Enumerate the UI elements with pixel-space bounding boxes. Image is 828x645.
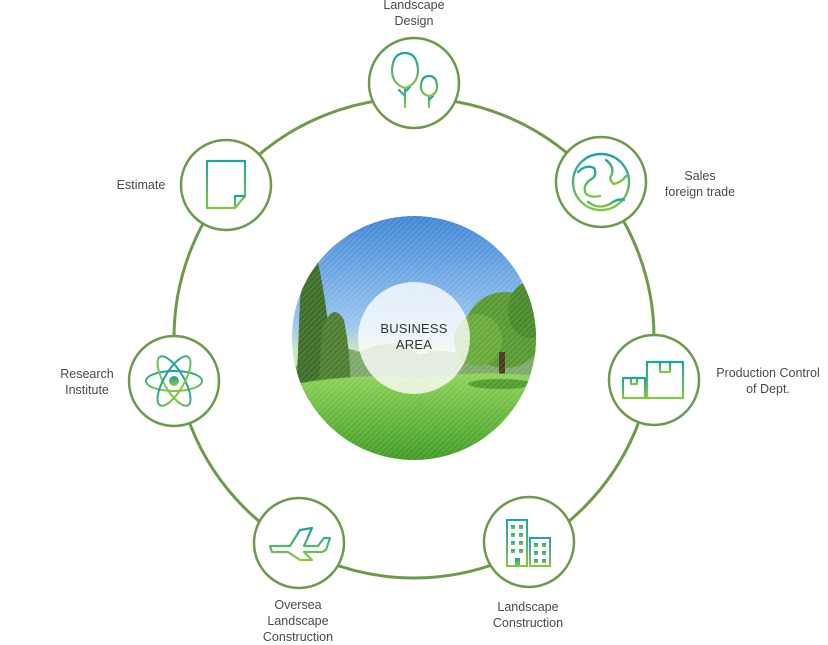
- label-oversea-landscape-construction: Oversea Landscape Construction: [238, 597, 358, 645]
- label-line: Design: [394, 14, 434, 28]
- label-sales: Sales foreign trade: [640, 168, 760, 200]
- label-line: Landscape: [383, 0, 445, 12]
- node-landscape-design[interactable]: [367, 36, 461, 130]
- label-line: Institute: [65, 383, 109, 397]
- label-line: Landscape: [497, 600, 559, 614]
- globe-icon: [571, 152, 631, 212]
- atom-icon: [145, 355, 203, 407]
- node-oversea-landscape-construction[interactable]: [252, 496, 346, 590]
- label-estimate: Estimate: [100, 177, 182, 193]
- label-line: Production Control: [716, 366, 820, 380]
- label-line: Estimate: [116, 178, 166, 192]
- airplane-icon: [268, 526, 332, 562]
- label-line: Construction: [262, 630, 334, 644]
- label-research-institute: Research Institute: [46, 366, 128, 398]
- buildings-icon: [506, 519, 551, 567]
- node-research-institute[interactable]: [127, 334, 221, 428]
- center-label: BUSINESS AREA: [359, 321, 469, 353]
- node-production-control[interactable]: [607, 333, 701, 427]
- label-line: Oversea: [274, 598, 322, 612]
- label-line: Landscape: [267, 614, 329, 628]
- center-label-line2: AREA: [395, 337, 433, 352]
- label-line: Sales: [684, 169, 716, 183]
- node-landscape-construction[interactable]: [482, 495, 576, 589]
- label-landscape-construction: Landscape Construction: [468, 599, 588, 631]
- boxes-icon: [621, 360, 685, 400]
- node-estimate[interactable]: [179, 138, 273, 232]
- center-label-line1: BUSINESS: [380, 321, 448, 336]
- node-sales[interactable]: [554, 135, 648, 229]
- document-icon: [205, 159, 247, 210]
- label-production-control: Production Control of Dept.: [704, 365, 828, 397]
- label-line: Construction: [492, 616, 564, 630]
- label-line: Research: [60, 367, 114, 381]
- center-disc: [358, 282, 470, 394]
- label-landscape-design: Landscape Design: [364, 0, 464, 29]
- label-line: of Dept.: [746, 382, 790, 396]
- label-line: foreign trade: [664, 185, 736, 199]
- trees-icon: [390, 51, 439, 112]
